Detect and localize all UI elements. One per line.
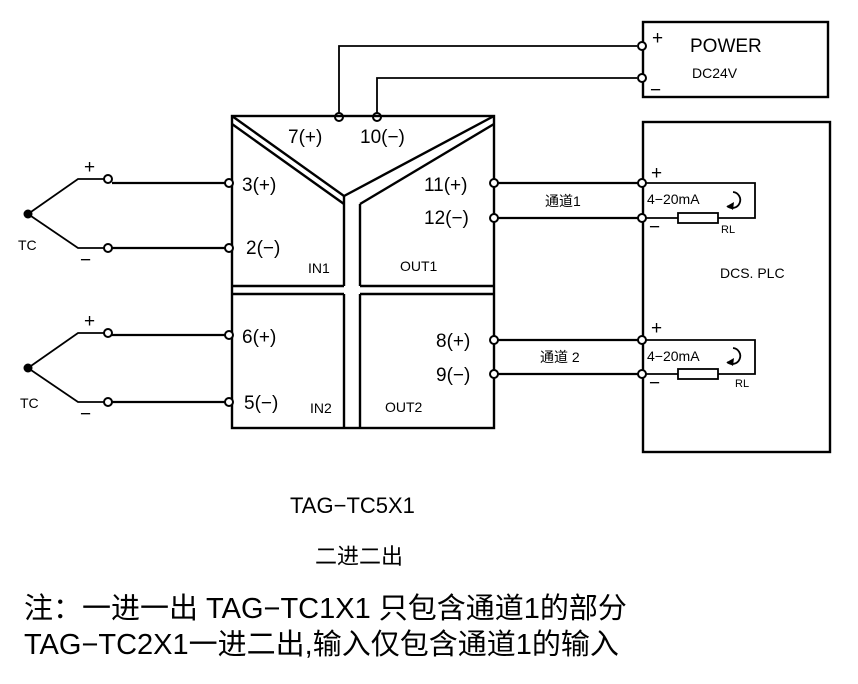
tc1-plus-sign: + [84, 157, 95, 178]
channel-1-output: 通道1 + − 4−20mA RL [489, 163, 756, 238]
channel-2-current-range: 4−20mA [647, 348, 700, 364]
power-title: POWER [690, 36, 762, 57]
tc2-minus-sign: − [80, 404, 91, 425]
dcs-plc-label: DCS. PLC [720, 265, 785, 281]
isolator-module: 7(+) 10(−) 3(+) 2(−) IN1 11(+) 12(−) OUT… [230, 114, 496, 430]
power-supply: + POWER DC24V − [637, 20, 830, 101]
channel-1-load-label: RL [721, 224, 735, 236]
terminal-9-label: 9(−) [436, 365, 470, 386]
dcs-plc-box: DCS. PLC [641, 120, 832, 454]
terminal-5-label: 5(−) [244, 393, 278, 414]
note-line-2: TAG−TC2X1一进二出,输入仅包含通道1的输入 [24, 628, 619, 661]
channel-1-label: 通道1 [545, 193, 581, 209]
tc1-label: TC [18, 237, 37, 253]
tc2-plus-sign: + [84, 311, 95, 332]
channel-1-plus-sign: + [651, 163, 662, 184]
terminal-2-label: 2(−) [246, 238, 280, 259]
thermocouple-1: + − TC [18, 157, 234, 271]
channel-1-current-range: 4−20mA [647, 191, 700, 207]
out2-label: OUT2 [385, 399, 423, 415]
terminal-6-label: 6(+) [242, 327, 276, 348]
power-wires [334, 45, 637, 122]
tc1-minus-sign: − [80, 250, 91, 271]
channel-2-plus-sign: + [651, 318, 662, 339]
channel-2-load-label: RL [735, 378, 749, 390]
power-plus-sign: + [652, 28, 663, 49]
terminal-10-label: 10(−) [360, 127, 405, 148]
in2-label: IN2 [310, 400, 332, 416]
power-minus-sign: − [650, 80, 661, 101]
io-type-caption: 二进二出 [315, 544, 403, 569]
channel-2-output: 通道 2 + − 4−20mA RL [489, 318, 756, 394]
channel-1-minus-sign: − [649, 217, 660, 238]
channel-2-label: 通道 2 [540, 349, 580, 365]
channel-2-minus-sign: − [649, 373, 660, 394]
note-line-1: 注：一进一出 TAG−TC1X1 只包含通道1的部分 [24, 592, 627, 625]
terminal-7-label: 7(+) [288, 127, 322, 148]
terminal-8-label: 8(+) [436, 331, 470, 352]
thermocouple-2: + − TC [20, 311, 234, 425]
terminal-3-label: 3(+) [242, 175, 276, 196]
power-voltage: DC24V [692, 65, 738, 81]
model-caption: TAG−TC5X1 [290, 493, 415, 518]
terminal-11-label: 11(+) [424, 175, 467, 196]
tc2-label: TC [20, 395, 39, 411]
in1-label: IN1 [308, 260, 330, 276]
out1-label: OUT1 [400, 258, 438, 274]
terminal-12-label: 12(−) [424, 208, 469, 229]
